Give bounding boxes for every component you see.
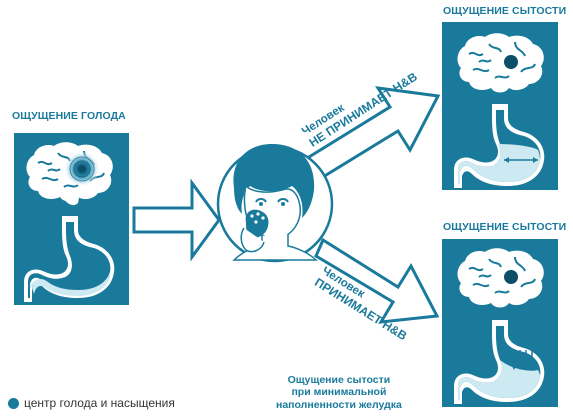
- satiety-bottom-title: ОЩУЩЕНИЕ СЫТОСТИ: [443, 221, 566, 233]
- bottom-note: Ощущение сытости при минимальной наполне…: [276, 374, 402, 411]
- arrow-icon: [134, 183, 219, 257]
- hunger-panel: [14, 133, 129, 305]
- satiety-panel-top: [442, 22, 558, 190]
- legend-text: центр голода и насыщения: [24, 396, 175, 410]
- brain-icon: [458, 248, 544, 307]
- brain-icon: [458, 33, 544, 92]
- legend: центр голода и насыщения: [8, 396, 175, 410]
- satiety-panel-bottom: [442, 239, 558, 407]
- legend-dot-icon: [8, 398, 19, 409]
- satiety-top-title: ОЩУЩЕНИЕ СЫТОСТИ: [443, 5, 566, 17]
- hunger-title: ОЩУЩЕНИЕ ГОЛОДА: [12, 110, 126, 122]
